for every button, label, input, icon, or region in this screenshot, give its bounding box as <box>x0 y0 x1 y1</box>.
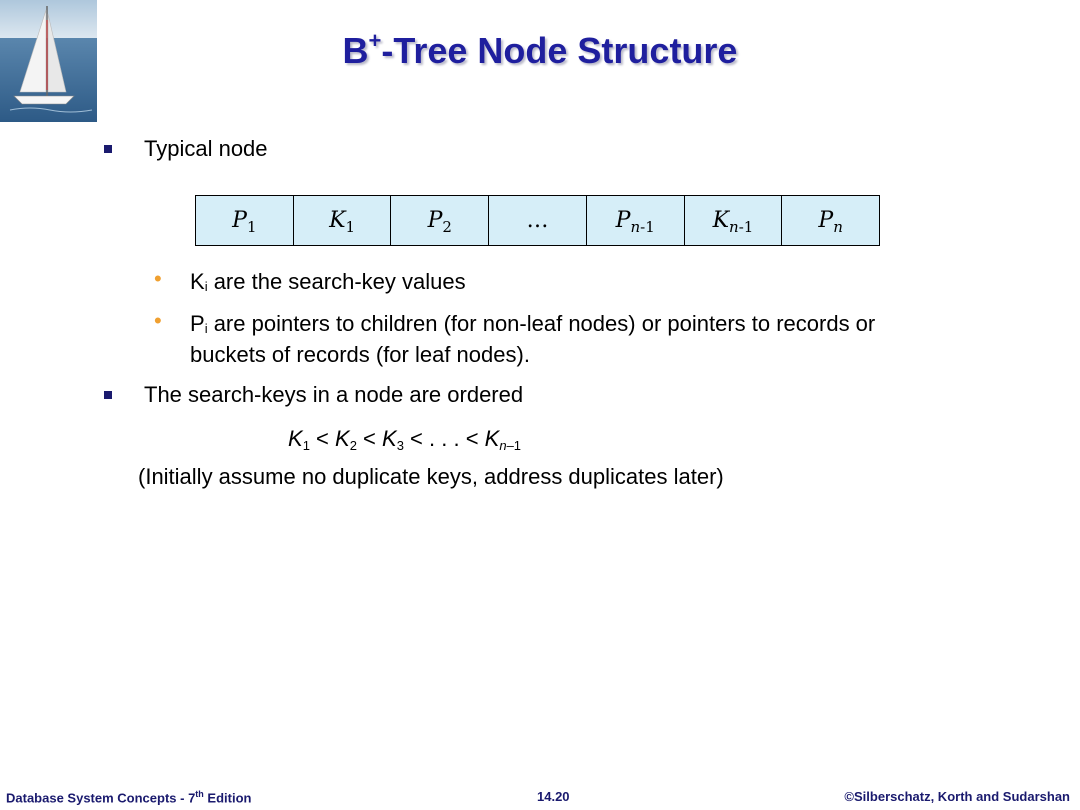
node-cell-ellipsis: … <box>489 196 587 245</box>
footer-copyright: ©Silberschatz, Korth and Sudarshan <box>844 789 1070 804</box>
ordering-formula: K1 < K2 < K3 < . . . < Kn–1 <box>288 426 522 453</box>
slide-title: B+-Tree Node Structure <box>342 28 738 71</box>
duplicates-note: (Initially assume no duplicate keys, add… <box>138 464 724 489</box>
square-bullet-icon <box>104 391 112 399</box>
dot-bullet-icon: • <box>154 266 162 291</box>
footer-slide-number: 14.20 <box>537 789 570 804</box>
sailboat-logo <box>0 0 97 122</box>
dot-bullet-icon: • <box>154 308 162 333</box>
square-bullet-icon <box>104 145 112 153</box>
footer-book-title: Database System Concepts - 7th Edition <box>6 789 252 806</box>
